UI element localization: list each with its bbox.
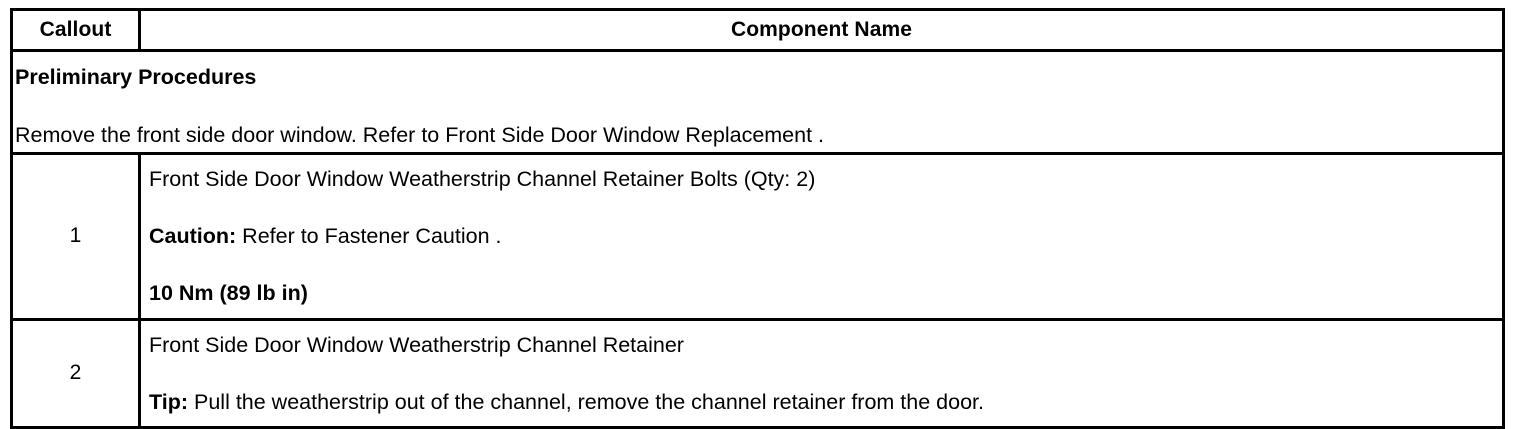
table-header-row: Callout Component Name (10, 8, 1505, 52)
inline-text: Front Side Door Window Weatherstrip Chan… (149, 167, 816, 191)
preliminary-procedures-cell: Preliminary Procedures Remove the front … (10, 49, 1505, 155)
caution-text: Refer to Fastener Caution . (236, 223, 502, 248)
preliminary-procedures-title: Preliminary Procedures (15, 65, 257, 90)
column-header-component-name: Component Name (138, 8, 1505, 52)
component-name-content: Front Side Door Window Weatherstrip Chan… (141, 321, 1502, 427)
component-line: Front Side Door Window Weatherstrip Chan… (149, 166, 1494, 193)
component-spec-table: Callout Component Name Preliminary Proce… (10, 8, 1505, 429)
table-row: 1 Front Side Door Window Weatherstrip Ch… (10, 152, 1505, 321)
component-name-cell: Front Side Door Window Weatherstrip Chan… (138, 317, 1505, 429)
preliminary-procedures-row: Preliminary Procedures Remove the front … (10, 49, 1505, 155)
preliminary-procedures-content: Preliminary Procedures Remove the front … (13, 55, 1502, 149)
component-line: Front Side Door Window Weatherstrip Chan… (149, 332, 1494, 359)
caution-label: Caution: (149, 223, 237, 248)
component-name-cell: Front Side Door Window Weatherstrip Chan… (138, 152, 1505, 321)
torque-text: 10 Nm (89 lb in) (149, 280, 308, 305)
callout-number: 1 (10, 152, 141, 321)
callout-number: 2 (10, 317, 141, 429)
torque-spec-line: 10 Nm (89 lb in) (149, 280, 1494, 307)
column-header-callout: Callout (10, 8, 141, 52)
table-row: 2 Front Side Door Window Weatherstrip Ch… (10, 317, 1505, 429)
inline-text: Front Side Door Window Weatherstrip Chan… (149, 332, 684, 357)
component-name-content: Front Side Door Window Weatherstrip Chan… (141, 155, 1502, 318)
component-table-container: Callout Component Name Preliminary Proce… (10, 8, 1505, 429)
caution-line: Caution: Refer to Fastener Caution . (149, 223, 1494, 250)
preliminary-procedures-text: Remove the front side door window. Refer… (15, 123, 825, 147)
